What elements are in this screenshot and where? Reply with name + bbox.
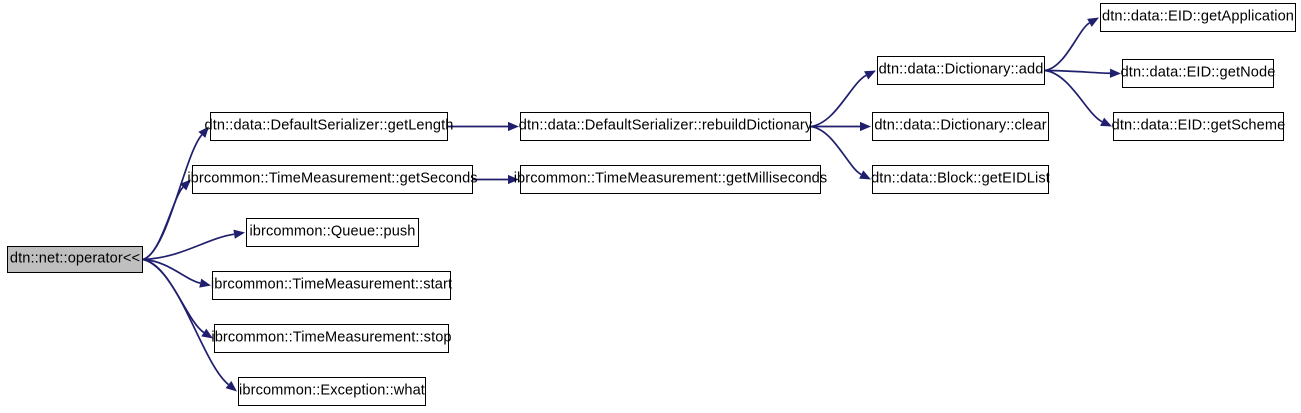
graph-edge-root-to-getLength <box>142 134 203 261</box>
graph-node-label: ibrcommon::TimeMeasurement::stop <box>211 329 452 346</box>
graph-edge-arrow-root-to-queuePush <box>233 229 245 239</box>
graph-node-label: ibrcommon::TimeMeasurement::getSeconds <box>187 170 478 187</box>
graph-node-label: dtn::data::Dictionary::clear <box>874 117 1047 134</box>
graph-node-getLength[interactable]: dtn::data::DefaultSerializer::getLength <box>205 112 453 141</box>
graph-edge-arrow-rebuildDict-to-dictClear <box>860 121 871 132</box>
graph-edge-arrow-dictAdd-to-eidGetApplication <box>1087 17 1099 27</box>
graph-node-label: dtn::data::EID::getScheme <box>1111 117 1286 134</box>
graph-node-label: ibrcommon::TimeMeasurement::getMilliseco… <box>513 170 828 187</box>
graph-edge-root-to-tmStop <box>142 258 205 334</box>
graph-edge-root-to-tmStart <box>142 258 201 284</box>
graph-node-label: ibrcommon::Exception::what <box>239 382 425 399</box>
graph-node-label: ibrcommon::Queue::push <box>249 223 416 240</box>
graph-edge-dictAdd-to-eidGetScheme <box>1044 69 1103 123</box>
graph-node-tmStart[interactable]: ibrcommon::TimeMeasurement::start <box>210 271 453 300</box>
graph-node-label: dtn::data::DefaultSerializer::rebuildDic… <box>518 117 813 134</box>
graph-node-label: dtn::data::EID::getApplication <box>1101 8 1295 25</box>
graph-node-label: dtn::data::Block::getEIDList <box>871 170 1050 187</box>
graph-node-eidGetNode[interactable]: dtn::data::EID::getNode <box>1121 59 1275 88</box>
graph-node-root[interactable]: dtn::net::operator<< <box>7 246 143 273</box>
graph-edge-dictAdd-to-eidGetNode <box>1044 69 1111 75</box>
graph-edge-root-to-queuePush <box>142 233 235 261</box>
graph-edge-dictAdd-to-eidGetApplication <box>1044 22 1090 72</box>
graph-node-dictAdd[interactable]: dtn::data::Dictionary::add <box>877 56 1045 85</box>
graph-node-queuePush[interactable]: ibrcommon::Queue::push <box>246 218 419 247</box>
graph-node-dictClear[interactable]: dtn::data::Dictionary::clear <box>872 112 1049 141</box>
graph-node-label: ibrcommon::TimeMeasurement::start <box>210 276 453 293</box>
graph-edge-arrow-rebuildDict-to-dictAdd <box>864 70 876 80</box>
graph-node-label: dtn::data::DefaultSerializer::getLength <box>204 117 454 134</box>
graph-edge-arrow-root-to-excWhat <box>225 380 237 392</box>
graph-node-eidGetScheme[interactable]: dtn::data::EID::getScheme <box>1112 112 1285 141</box>
graph-node-blockGetEIDList[interactable]: dtn::data::Block::getEIDList <box>871 165 1050 194</box>
graph-node-eidGetApplication[interactable]: dtn::data::EID::getApplication <box>1100 3 1296 32</box>
graph-node-label: dtn::net::operator<< <box>9 250 141 267</box>
graph-node-getMilliseconds[interactable]: ibrcommon::TimeMeasurement::getMilliseco… <box>514 165 827 194</box>
graph-node-label: dtn::data::Dictionary::add <box>878 61 1044 78</box>
graph-edge-rebuildDict-to-dictAdd <box>810 74 867 128</box>
graph-node-excWhat[interactable]: ibrcommon::Exception::what <box>238 377 426 406</box>
graph-edge-root-to-getSeconds <box>142 186 184 261</box>
graph-node-rebuildDict[interactable]: dtn::data::DefaultSerializer::rebuildDic… <box>518 112 813 141</box>
graph-node-tmStop[interactable]: ibrcommon::TimeMeasurement::stop <box>211 324 452 353</box>
graph-node-label: dtn::data::EID::getNode <box>1120 64 1276 81</box>
graph-node-getSeconds[interactable]: ibrcommon::TimeMeasurement::getSeconds <box>187 165 478 194</box>
